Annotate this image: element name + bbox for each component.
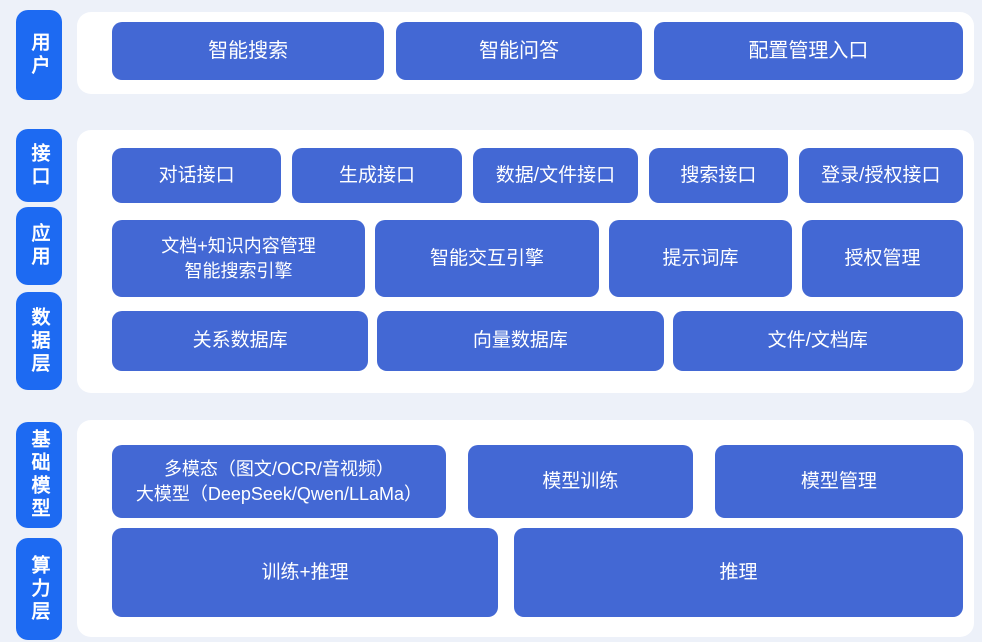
data-layer-row: 关系数据库 向量数据库 文件/文档库 [112,311,963,371]
layer-label-foundation-model: 基础模型 [16,422,62,528]
user-layer-band: 用户 智能搜索 智能问答 配置管理入口 [0,10,982,100]
user-layer-panel: 智能搜索 智能问答 配置管理入口 [77,12,974,94]
file-document-store-block: 文件/文档库 [672,311,963,371]
vector-database-block: 向量数据库 [377,311,664,371]
training-inference-block: 训练+推理 [112,528,499,617]
authorization-management-block: 授权管理 [802,220,963,297]
intelligent-interaction-engine-block: 智能交互引擎 [375,220,599,297]
search-api-block: 搜索接口 [649,148,788,203]
middle-layers-panel: 对话接口 生成接口 数据/文件接口 搜索接口 登录/授权接口 文档+知识内容管理… [77,130,974,393]
bottom-layers-band: 基础模型 算力层 多模态（图文/OCR/音视频） 大模型（DeepSeek/Qw… [0,420,982,640]
login-auth-api-block: 登录/授权接口 [798,148,964,203]
model-management-block: 模型管理 [714,445,963,518]
doc-knowledge-search-engine-block: 文档+知识内容管理 智能搜索引擎 [112,220,365,297]
middle-layers-band: 接口 应用 数据层 对话接口 生成接口 数据/文件接口 搜索接口 登录/授权接口… [0,122,982,395]
config-management-entry-block: 配置管理入口 [653,22,963,80]
compute-layer-row: 训练+推理 推理 [112,528,963,617]
user-layer-label-column: 用户 [16,10,62,100]
smart-search-block: 智能搜索 [112,22,385,80]
data-file-api-block: 数据/文件接口 [472,148,639,203]
layer-label-interface: 接口 [16,129,62,202]
interface-layer-row: 对话接口 生成接口 数据/文件接口 搜索接口 登录/授权接口 [112,148,964,203]
smart-qa-block: 智能问答 [396,22,642,80]
relational-database-block: 关系数据库 [112,311,369,371]
layer-label-application: 应用 [16,207,62,285]
layer-label-compute: 算力层 [16,538,62,640]
multimodal-llm-block: 多模态（图文/OCR/音视频） 大模型（DeepSeek/Qwen/LLaMa） [112,445,446,518]
dialogue-api-block: 对话接口 [112,148,282,203]
layer-label-data: 数据层 [16,292,62,390]
model-training-block: 模型训练 [467,445,693,518]
generation-api-block: 生成接口 [292,148,462,203]
user-layer-row: 智能搜索 智能问答 配置管理入口 [112,22,963,80]
application-layer-row: 文档+知识内容管理 智能搜索引擎 智能交互引擎 提示词库 授权管理 [112,220,963,297]
bottom-layers-panel: 多模态（图文/OCR/音视频） 大模型（DeepSeek/Qwen/LLaMa）… [77,420,974,637]
inference-block: 推理 [514,528,963,617]
foundation-model-row: 多模态（图文/OCR/音视频） 大模型（DeepSeek/Qwen/LLaMa）… [112,445,963,518]
layer-label-user: 用户 [16,10,62,100]
middle-layers-label-column: 接口 应用 数据层 [16,122,62,395]
prompt-library-block: 提示词库 [609,220,792,297]
bottom-layers-label-column: 基础模型 算力层 [16,420,62,640]
